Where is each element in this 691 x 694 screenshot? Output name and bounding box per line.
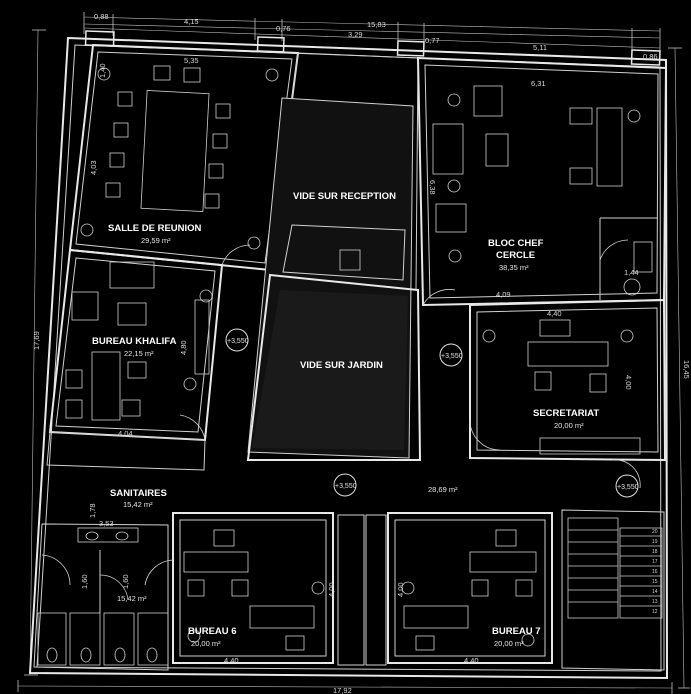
bureau-khalifa <box>46 248 224 471</box>
dimension: 4,80 <box>179 340 188 355</box>
stair-step: 15 <box>652 579 658 585</box>
dimension: 5,35 <box>184 56 199 65</box>
room-name: VIDE SUR JARDIN <box>300 360 383 371</box>
bureau-6 <box>172 512 334 664</box>
room-name: BUREAU KHALIFA <box>92 336 177 347</box>
dimension-texts: 0,88 4,15 15,83 0,76 3,29 0,77 5,11 0,86… <box>32 12 691 694</box>
room-name: SANITAIRES <box>110 488 167 499</box>
dimension: 6,38 <box>428 180 437 195</box>
room-area: 22,15 m² <box>124 349 154 358</box>
stair-step: 13 <box>652 599 658 605</box>
stair-step: 18 <box>652 549 658 555</box>
room-name: SECRETARIAT <box>533 408 599 419</box>
dimension: 0,77 <box>425 36 440 45</box>
dimension: 0,86 <box>643 52 658 61</box>
secretariat <box>469 298 667 462</box>
dimension: 6,31 <box>531 79 546 88</box>
room-name: BLOC CHEF <box>488 238 544 249</box>
dimension: 0,88 <box>94 12 109 21</box>
dimension: 4,00 <box>396 582 405 597</box>
dimension: 17,92 <box>333 686 352 694</box>
level-marker: +3,550 <box>441 353 463 360</box>
dimension: 17,69 <box>32 331 41 350</box>
dimension: 3,29 <box>348 30 363 39</box>
room-area: 15,42 m² <box>123 500 153 509</box>
dimension: 4,09 <box>496 290 511 299</box>
dimension: 16,45 <box>682 360 691 379</box>
dimension: 1,78 <box>88 503 97 518</box>
bureau-7 <box>337 512 553 666</box>
dimension: 4,03 <box>89 160 98 175</box>
room-area: 20,00 m² <box>191 639 221 648</box>
stair-step: 20 <box>652 529 658 535</box>
dimension: 1,60 <box>121 574 130 589</box>
dimension: 0,76 <box>276 24 291 33</box>
level-marker: +3,550 <box>227 338 249 345</box>
sanitaires <box>33 523 169 671</box>
room-area: 28,69 m² <box>428 485 458 494</box>
room-name: BUREAU 7 <box>492 626 541 637</box>
room-name: CERCLE <box>496 250 535 261</box>
room-area: 20,00 m² <box>494 639 524 648</box>
dimension: 4,04 <box>118 429 133 438</box>
dimension: 1,40 <box>98 63 107 78</box>
dimension: 1,44 <box>624 268 639 277</box>
room-area: 15,42 m² <box>117 594 147 603</box>
void-area <box>246 52 422 461</box>
dimension: 4,40 <box>547 309 562 318</box>
dimension: 4,00 <box>624 375 633 390</box>
dimension: 3,53 <box>99 519 114 528</box>
dimension: 4,15 <box>184 17 199 26</box>
stair-step: 16 <box>652 569 658 575</box>
stair-step: 14 <box>652 589 658 595</box>
dimension: 15,83 <box>367 20 386 29</box>
level-marker: +3,550 <box>617 484 639 491</box>
stair-step: 19 <box>652 539 658 545</box>
dimension: 4,40 <box>464 656 479 665</box>
room-area: 20,00 m² <box>554 421 584 430</box>
dimension: 1,60 <box>80 574 89 589</box>
room-area: 38,35 m² <box>499 263 529 272</box>
room-name: BUREAU 6 <box>188 626 237 637</box>
salle-de-reunion <box>68 43 300 272</box>
level-markers: +3,550 +3,550 +3,550 +3,550 <box>225 328 639 498</box>
stair-step: 12 <box>652 609 658 615</box>
stairs: 20 19 18 17 16 15 14 13 12 <box>561 509 665 671</box>
room-area: 29,59 m² <box>141 236 171 245</box>
dimension: 4,40 <box>224 656 239 665</box>
room-name: SALLE DE REUNION <box>108 223 202 234</box>
door-arcs <box>41 239 641 601</box>
room-name: VIDE SUR RECEPTION <box>293 191 396 202</box>
dimension: 5,11 <box>533 43 547 52</box>
level-marker: +3,550 <box>335 483 357 490</box>
dimension: 4,00 <box>327 582 336 597</box>
dimension-lines <box>17 12 690 694</box>
room-labels: SALLE DE REUNION 29,59 m² VIDE SUR RECEP… <box>92 191 599 648</box>
stair-step: 17 <box>652 559 658 565</box>
